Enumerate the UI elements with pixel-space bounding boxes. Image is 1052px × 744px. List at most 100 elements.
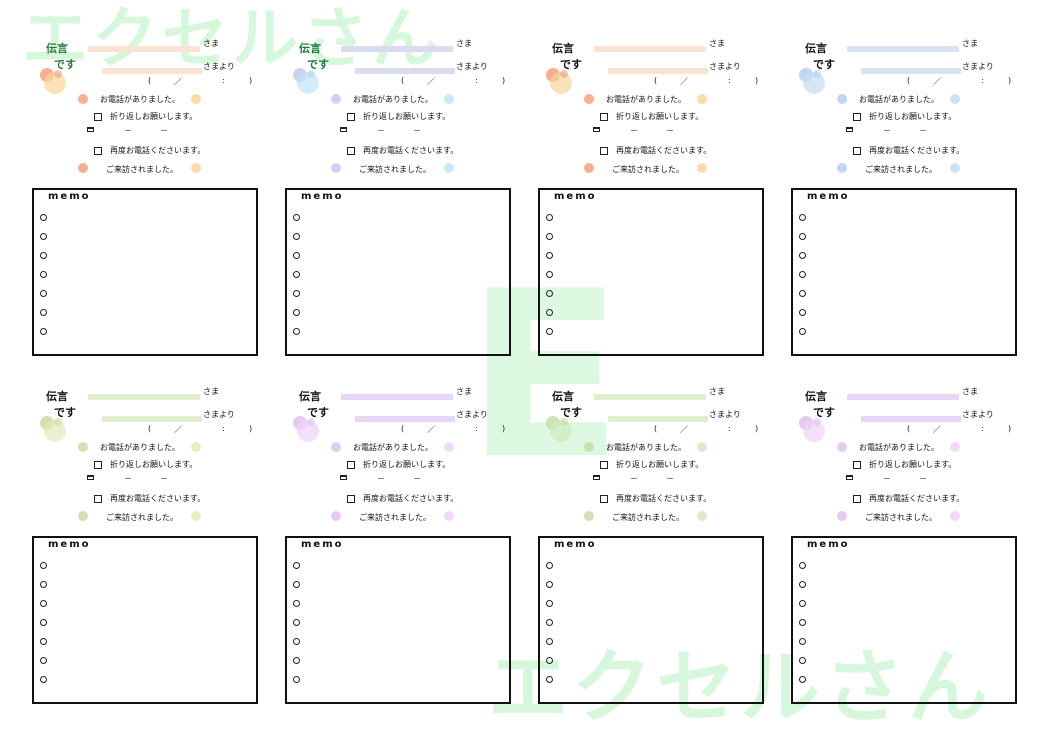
- call-again-checkbox[interactable]: [347, 146, 355, 155]
- recipient-suffix: さま: [962, 387, 978, 396]
- memo-bullet-icon: [40, 600, 47, 607]
- msg-callback-row[interactable]: 折り返しお願いします。: [853, 111, 956, 122]
- msg-callback-row[interactable]: 折り返しお願いします。: [600, 459, 703, 470]
- memo-bullet-icon: [799, 600, 806, 607]
- msg-callback-row[interactable]: 折り返しお願いします。: [853, 459, 956, 470]
- msg-call-again-label: 再度お電話くださいます。: [869, 494, 965, 503]
- call-again-checkbox[interactable]: [600, 146, 608, 155]
- phone-dash: －: [377, 126, 385, 135]
- sender-name-field[interactable]: [861, 68, 961, 74]
- date-slash: ／: [933, 425, 941, 434]
- msg-called: お電話がありました。: [100, 443, 180, 452]
- memo-bullet-icon: [293, 328, 300, 335]
- memo-box[interactable]: memo: [791, 536, 1017, 704]
- msg-callback-row[interactable]: 折り返しお願いします。: [600, 111, 703, 122]
- memo-bullet-icon: [546, 676, 553, 683]
- recipient-suffix: さま: [962, 39, 978, 48]
- msg-call-again-row[interactable]: 再度お電話くださいます。: [853, 145, 964, 156]
- phone-icon: [340, 127, 347, 132]
- msg-call-again-label: 再度お電話くださいます。: [869, 146, 965, 155]
- date-paren-open: (: [148, 424, 152, 433]
- msg-call-again-row[interactable]: 再度お電話くださいます。: [94, 145, 205, 156]
- call-again-checkbox[interactable]: [853, 146, 861, 155]
- memo-box[interactable]: memo: [791, 188, 1017, 356]
- memo-box[interactable]: memo: [32, 188, 258, 356]
- sender-name-field[interactable]: [102, 68, 202, 74]
- recipient-name-field[interactable]: [88, 46, 200, 52]
- bubble-decoration-icon: [697, 511, 707, 521]
- memo-bullet-icon: [799, 290, 806, 297]
- msg-callback-label: 折り返しお願いします。: [616, 460, 704, 469]
- msg-callback-row[interactable]: 折り返しお願いします。: [94, 459, 197, 470]
- bubble-decoration-icon: [560, 70, 568, 78]
- recipient-name-field[interactable]: [594, 46, 706, 52]
- bubble-decoration-icon: [550, 72, 572, 94]
- time-colon: :: [981, 424, 984, 433]
- callback-checkbox[interactable]: [94, 112, 102, 121]
- msg-visited: ご来訪されました。: [359, 513, 431, 522]
- sender-name-field[interactable]: [102, 416, 202, 422]
- memo-box[interactable]: memo: [285, 188, 511, 356]
- sender-name-field[interactable]: [355, 416, 455, 422]
- callback-checkbox[interactable]: [853, 460, 861, 469]
- call-again-checkbox[interactable]: [94, 146, 102, 155]
- bubble-decoration-icon: [697, 442, 707, 452]
- date-slash: ／: [174, 425, 182, 434]
- recipient-name-field[interactable]: [847, 46, 959, 52]
- memo-box[interactable]: memo: [285, 536, 511, 704]
- recipient-name-field[interactable]: [88, 394, 200, 400]
- memo-bullet-icon: [799, 271, 806, 278]
- sender-name-field[interactable]: [355, 68, 455, 74]
- msg-callback-row[interactable]: 折り返しお願いします。: [347, 111, 450, 122]
- memo-bullet-icon: [40, 619, 47, 626]
- msg-call-again-row[interactable]: 再度お電話くださいます。: [600, 493, 711, 504]
- callback-checkbox[interactable]: [347, 112, 355, 121]
- sender-suffix: さまより: [203, 410, 235, 419]
- msg-call-again-row[interactable]: 再度お電話くださいます。: [600, 145, 711, 156]
- callback-checkbox[interactable]: [600, 460, 608, 469]
- bubble-decoration-icon: [584, 511, 594, 521]
- callback-checkbox[interactable]: [853, 112, 861, 121]
- phone-dash: －: [160, 126, 168, 135]
- bubble-decoration-icon: [560, 418, 568, 426]
- message-card: 伝言 です さま さまより ( ／ : ) お電話がありました。 折り返しお願い…: [789, 378, 1021, 718]
- bubble-decoration-icon: [584, 94, 594, 104]
- recipient-suffix: さま: [203, 39, 219, 48]
- memo-box[interactable]: memo: [538, 536, 764, 704]
- msg-call-again-row[interactable]: 再度お電話くださいます。: [347, 493, 458, 504]
- message-card: 伝言 です さま さまより ( ／ : ) お電話がありました。 折り返しお願い…: [536, 30, 768, 370]
- call-again-checkbox[interactable]: [853, 494, 861, 503]
- msg-callback-row[interactable]: 折り返しお願いします。: [94, 111, 197, 122]
- time-colon: :: [475, 76, 478, 85]
- msg-call-again-row[interactable]: 再度お電話くださいます。: [347, 145, 458, 156]
- memo-bullet-icon: [546, 290, 553, 297]
- recipient-name-field[interactable]: [341, 394, 453, 400]
- memo-bullet-icon: [799, 638, 806, 645]
- bubble-decoration-icon: [297, 72, 319, 94]
- callback-checkbox[interactable]: [347, 460, 355, 469]
- call-again-checkbox[interactable]: [94, 494, 102, 503]
- recipient-name-field[interactable]: [594, 394, 706, 400]
- msg-callback-row[interactable]: 折り返しお願いします。: [347, 459, 450, 470]
- msg-call-again-row[interactable]: 再度お電話くださいます。: [853, 493, 964, 504]
- date-slash: ／: [680, 77, 688, 86]
- date-paren-open: (: [654, 424, 658, 433]
- callback-checkbox[interactable]: [94, 460, 102, 469]
- memo-box[interactable]: memo: [538, 188, 764, 356]
- msg-call-again-row[interactable]: 再度お電話くださいます。: [94, 493, 205, 504]
- time-colon: :: [222, 76, 225, 85]
- call-again-checkbox[interactable]: [347, 494, 355, 503]
- sender-name-field[interactable]: [861, 416, 961, 422]
- bubble-decoration-icon: [697, 163, 707, 173]
- call-again-checkbox[interactable]: [600, 494, 608, 503]
- sender-name-field[interactable]: [608, 416, 708, 422]
- memo-bullet-icon: [546, 252, 553, 259]
- callback-checkbox[interactable]: [600, 112, 608, 121]
- memo-box[interactable]: memo: [32, 536, 258, 704]
- memo-bullet-icon: [293, 290, 300, 297]
- sender-name-field[interactable]: [608, 68, 708, 74]
- recipient-name-field[interactable]: [341, 46, 453, 52]
- memo-bullet-icon: [799, 676, 806, 683]
- memo-bullet-icon: [293, 600, 300, 607]
- recipient-name-field[interactable]: [847, 394, 959, 400]
